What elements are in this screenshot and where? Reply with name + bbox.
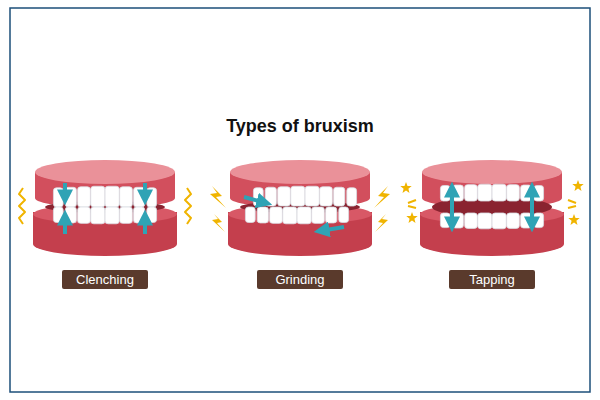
impact-star	[400, 182, 411, 193]
force-arrow	[450, 188, 454, 226]
tooth	[312, 207, 325, 223]
tooth	[305, 186, 319, 206]
tooth	[291, 186, 305, 206]
tooth	[278, 187, 291, 206]
strain-mark	[408, 200, 416, 203]
tooth	[147, 188, 157, 207]
tooth	[91, 186, 105, 207]
tooth	[105, 186, 119, 207]
impact-star	[406, 212, 417, 223]
tooth	[78, 187, 91, 207]
tooth	[147, 207, 157, 223]
strain-mark	[408, 206, 416, 208]
tooth	[53, 188, 63, 207]
tooth	[534, 185, 544, 201]
tooth	[326, 207, 337, 223]
tooth	[465, 185, 478, 201]
strain-mark	[568, 206, 576, 208]
tooth	[492, 184, 506, 201]
tooth	[53, 207, 63, 223]
tooth	[440, 213, 450, 228]
upper-gum-top	[422, 160, 562, 184]
strain-mark	[185, 188, 191, 224]
strain-mark	[374, 186, 390, 208]
tooth	[347, 188, 357, 206]
force-arrow	[143, 216, 147, 234]
impact-star	[568, 214, 579, 225]
force-arrows	[452, 188, 532, 226]
diagram-title: Types of bruxism	[0, 115, 600, 137]
force-arrow	[320, 227, 344, 231]
tooth	[478, 213, 492, 229]
strain-mark	[19, 188, 25, 224]
force-arrows	[244, 197, 344, 231]
type-label: Tapping	[459, 271, 525, 288]
force-arrows	[65, 183, 145, 234]
type-label: Grinding	[267, 271, 333, 288]
force-arrow	[530, 188, 534, 226]
tooth	[245, 207, 255, 223]
label-box: Clenching	[62, 270, 148, 289]
tooth	[440, 185, 450, 201]
impact-star	[572, 180, 583, 191]
tooth	[507, 213, 520, 228]
tooth	[339, 207, 349, 223]
force-arrow	[63, 183, 67, 199]
tooth	[465, 213, 478, 228]
jaw-model	[210, 160, 390, 256]
tooth	[478, 184, 492, 201]
tooth	[320, 187, 333, 206]
lower-gum	[420, 212, 564, 256]
jaw-model	[19, 160, 191, 256]
tooth	[534, 213, 544, 228]
upper-gum-top	[35, 160, 175, 184]
force-arrow	[244, 197, 266, 203]
force-arrow	[63, 216, 67, 234]
frame	[10, 8, 590, 392]
tooth	[334, 187, 345, 206]
label-box: Tapping	[449, 270, 535, 289]
tooth	[78, 207, 91, 223]
tooth	[297, 207, 311, 224]
strain-mark	[210, 186, 226, 208]
strain-mark	[212, 214, 225, 232]
upper-gum-top	[230, 160, 370, 184]
tooth	[120, 187, 133, 207]
label-box: Grinding	[257, 270, 343, 289]
tooth	[120, 207, 133, 223]
tooth	[270, 207, 283, 223]
strain-mark	[375, 214, 388, 232]
tooth	[283, 207, 297, 224]
tooth	[91, 207, 105, 224]
tooth	[105, 207, 119, 224]
type-label: Clenching	[72, 271, 138, 288]
tooth	[507, 185, 520, 201]
tooth	[492, 213, 506, 229]
tooth	[265, 187, 276, 206]
strain-mark	[568, 200, 576, 203]
tooth	[257, 207, 268, 223]
force-arrow	[143, 183, 147, 199]
jaw-model	[400, 160, 583, 256]
